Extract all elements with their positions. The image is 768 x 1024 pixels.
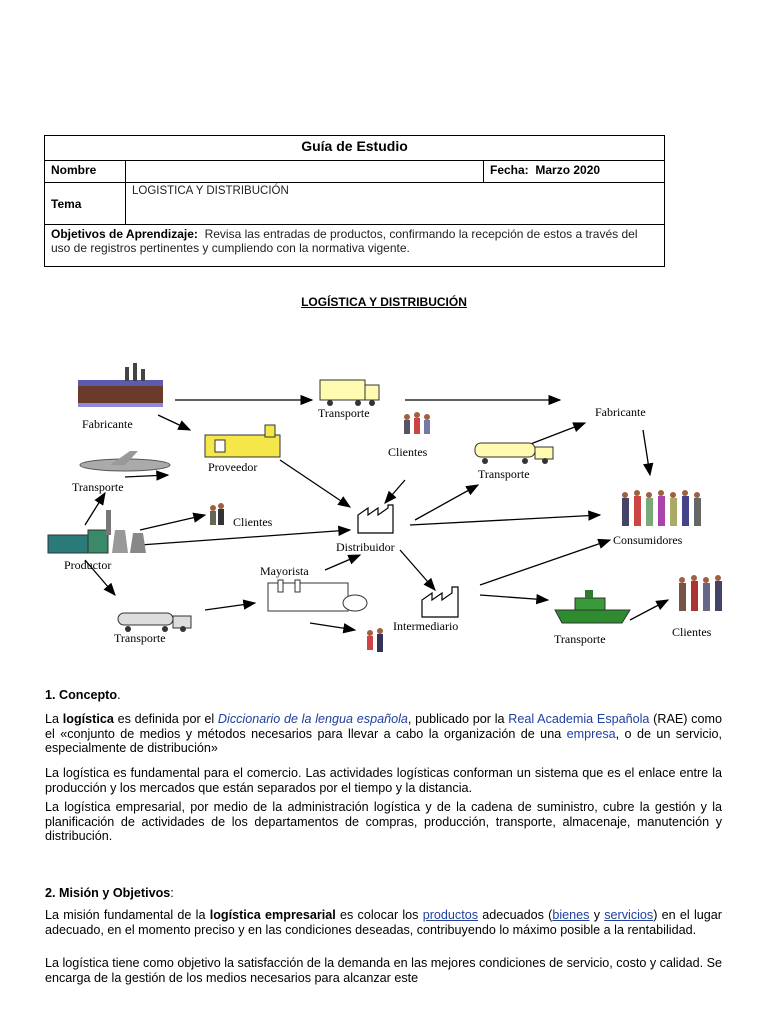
label-transporte-bottom-left: Transporte: [114, 631, 166, 645]
producer-plant-icon: [47, 510, 146, 554]
logistics-diagram: Fabricante Transporte Fabricante Proveed…: [47, 363, 722, 652]
distributor-factory-icon: [357, 504, 394, 534]
nombre-field: [125, 160, 484, 183]
label-fabricante-left: Fabricante: [82, 417, 133, 431]
label-consumidores: Consumidores: [613, 533, 683, 547]
factory-icon: [78, 363, 163, 407]
link-rae[interactable]: Real Academia Española: [508, 712, 650, 726]
label-transporte-left: Transporte: [72, 480, 124, 494]
section-2-paragraph-2: La logística tiene como objetivo la sati…: [45, 956, 722, 985]
wholesaler-factory-icon: [267, 579, 368, 612]
label-distribuidor: Distribuidor: [336, 540, 395, 554]
objetivos-value: Revisa las entradas de productos, confir…: [51, 227, 638, 255]
label-productor: Productor: [64, 558, 111, 572]
supplier-factory-icon: [204, 424, 281, 458]
tema-label: Tema: [44, 182, 126, 225]
section-1-paragraph-3: La logística empresarial, por medio de l…: [45, 800, 722, 844]
link-empresa[interactable]: empresa: [566, 726, 616, 741]
section-2-heading: 2. Misión y Objetivos:: [45, 886, 174, 900]
clients-bottom-icon: [679, 575, 722, 611]
clients-mid-icon: [210, 503, 224, 525]
section-1-paragraph-1: La logística es definida por el Dicciona…: [45, 712, 722, 756]
label-proveedor: Proveedor: [208, 460, 257, 474]
label-clientes-bottom: Clientes: [672, 625, 712, 639]
objetivos-cell: Objetivos de Aprendizaje: Revisa las ent…: [44, 224, 665, 267]
ship-icon: [554, 590, 631, 624]
section-1-heading: 1. Concepto.: [45, 688, 121, 702]
label-transporte-bottom-right: Transporte: [554, 632, 606, 646]
label-mayorista: Mayorista: [260, 564, 309, 578]
guide-title: Guía de Estudio: [44, 135, 665, 161]
tanker-truck-bottom-icon: [117, 612, 192, 632]
link-diccionario[interactable]: Diccionario de la lengua española: [217, 712, 408, 726]
label-clientes-mid: Clientes: [233, 515, 273, 529]
link-productos[interactable]: productos: [422, 908, 479, 922]
label-transporte-top: Transporte: [318, 406, 370, 420]
label-transporte-right: Transporte: [478, 467, 530, 481]
tanker-truck-icon: [474, 442, 554, 464]
label-fabricante-right: Fabricante: [595, 405, 646, 419]
study-guide-header-table: Guía de Estudio Nombre Fecha: Marzo 2020…: [44, 135, 665, 267]
section-2-paragraph-1: La misión fundamental de la logística em…: [45, 908, 722, 937]
section-title: LOGÍSTICA Y DISTRIBUCIÓN: [301, 295, 467, 309]
tema-value: LOGISTICA Y DISTRIBUCIÓN: [125, 182, 665, 225]
section-1-paragraph-2: La logística es fundamental para el come…: [45, 766, 722, 795]
fecha-cell: Fecha: Marzo 2020: [483, 160, 665, 183]
clients-top-icon: [404, 412, 430, 434]
nombre-label: Nombre: [44, 160, 126, 183]
fecha-value: Marzo 2020: [535, 163, 601, 177]
intermediary-factory-icon: [421, 586, 459, 618]
flow-arrows: [84, 394, 670, 634]
clients-bottom-small-icon: [367, 628, 383, 652]
label-clientes-top: Clientes: [388, 445, 428, 459]
link-servicios[interactable]: servicios: [604, 908, 654, 922]
label-intermediario: Intermediario: [393, 619, 458, 633]
airplane-icon: [79, 451, 171, 472]
consumers-group-icon: [622, 490, 701, 526]
link-bienes[interactable]: bienes: [552, 908, 590, 922]
truck-icon: [319, 379, 380, 406]
